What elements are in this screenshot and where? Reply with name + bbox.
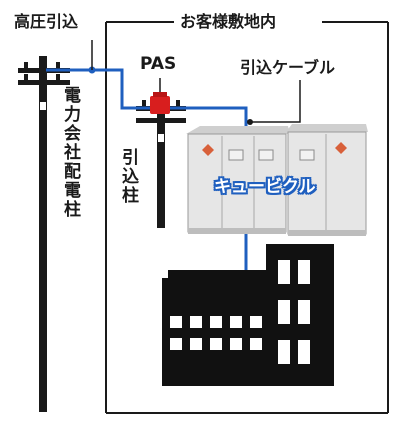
cubicle-unit <box>186 124 368 236</box>
lead-in-cable-label: 引込ケーブル <box>240 58 336 77</box>
utility-pole <box>18 56 70 412</box>
building-low <box>162 270 286 386</box>
premises-boundary <box>105 21 389 414</box>
customer-premises-label: お客様敷地内 <box>180 12 277 31</box>
utility-pole-label: 電力会社配電柱 <box>60 86 80 219</box>
lead-in-pole <box>136 96 186 228</box>
cubicle-label: キュービクル <box>214 177 316 197</box>
pas-label: PAS <box>140 54 177 74</box>
high-voltage-lead-in-label: 高圧引込 <box>14 12 79 31</box>
building-tall <box>266 244 334 386</box>
leader-lines <box>91 40 301 125</box>
pas-switch <box>150 92 170 114</box>
lead-in-pole-label: 引込柱 <box>118 148 138 205</box>
